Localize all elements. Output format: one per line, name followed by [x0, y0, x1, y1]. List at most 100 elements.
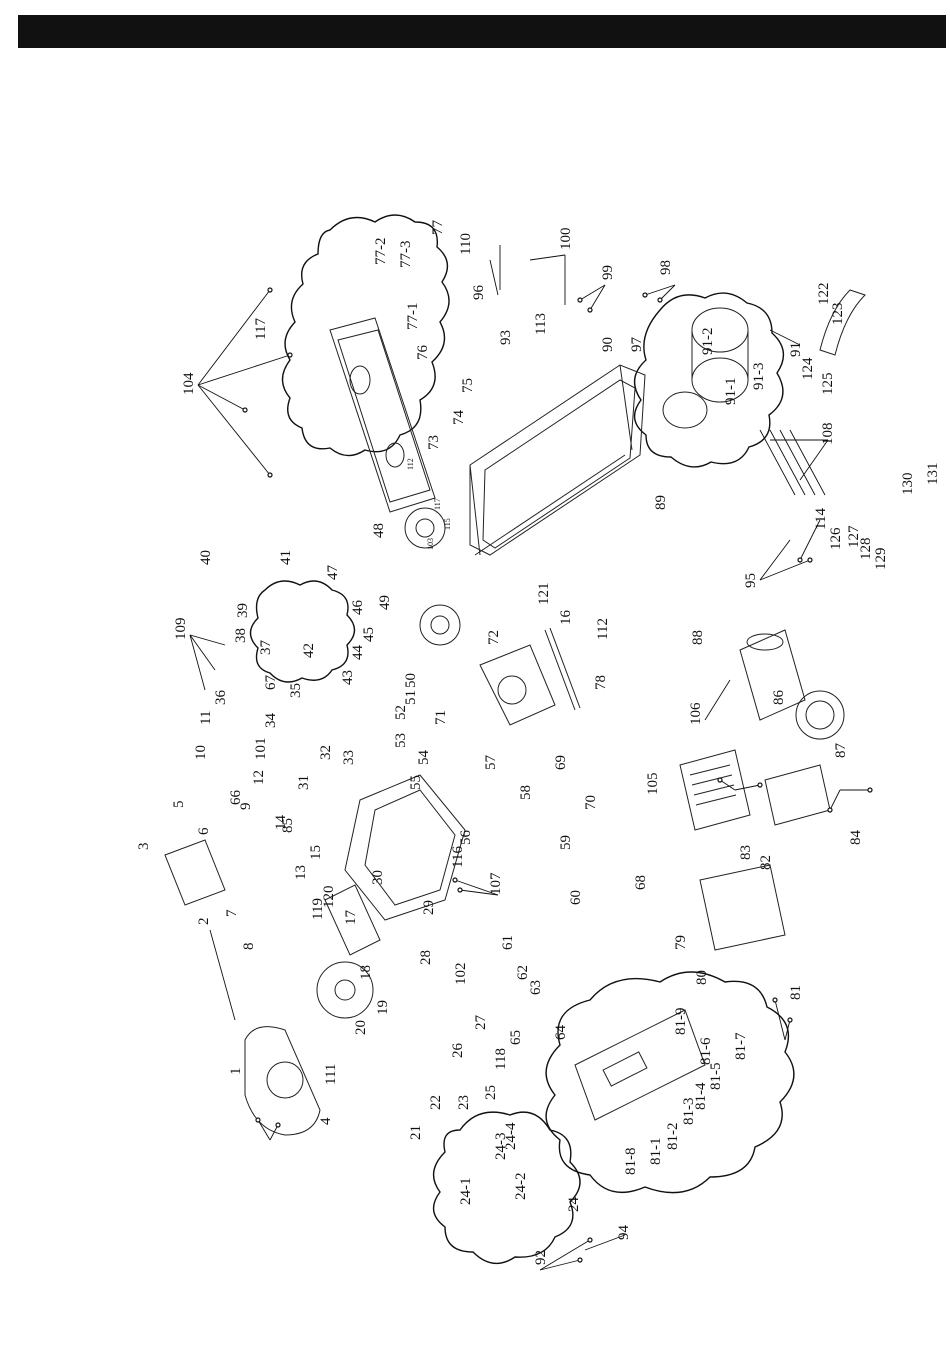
label-81-2: 81-2: [665, 1123, 681, 1151]
label-130: 130: [900, 473, 916, 496]
label-96: 96: [471, 285, 487, 301]
label-64: 64: [553, 1025, 569, 1041]
label-80: 80: [694, 970, 710, 985]
muffler-cover: [795, 690, 845, 740]
label-56: 56: [458, 830, 474, 846]
label-93: 93: [498, 330, 514, 345]
label-30: 30: [370, 870, 386, 885]
label-24-1: 24-1: [458, 1178, 474, 1206]
label-91: 91: [788, 342, 804, 357]
label-83: 83: [738, 845, 754, 860]
label-97: 97: [629, 337, 645, 353]
label-81-4: 81-4: [693, 1082, 709, 1110]
label-101a: 101: [253, 738, 269, 761]
label-10: 10: [193, 745, 209, 760]
label-53: 53: [393, 733, 409, 748]
label-8: 8: [241, 943, 257, 951]
label-81-1: 81-1: [648, 1138, 664, 1166]
air-filter: [164, 839, 226, 906]
label-43: 43: [340, 670, 356, 685]
label-81-3: 81-3: [681, 1098, 697, 1126]
label-110: 110: [458, 233, 474, 255]
label-31: 31: [296, 775, 312, 790]
label-79: 79: [673, 935, 689, 950]
hardware-dots: [242, 287, 873, 1263]
wheel-upper: [404, 507, 446, 549]
label-81-5: 81-5: [708, 1063, 724, 1091]
label-75: 75: [460, 378, 476, 393]
label-71: 71: [433, 710, 449, 725]
label-90: 90: [600, 337, 616, 352]
label-131: 131: [925, 463, 941, 486]
label-21: 21: [408, 1125, 424, 1140]
leader-lines: [189, 245, 870, 1271]
label-98a: 98: [658, 260, 674, 275]
label-4: 4: [318, 1117, 334, 1125]
label-24-2: 24-2: [513, 1173, 529, 1201]
label-77: 77: [430, 220, 446, 236]
label-78: 78: [593, 675, 609, 690]
label-107: 107: [488, 872, 504, 895]
label-25: 25: [483, 1085, 499, 1100]
label-16: 16: [558, 610, 574, 626]
label-29: 29: [421, 900, 437, 915]
label-35: 35: [288, 683, 304, 698]
label-105: 105: [645, 773, 661, 796]
label-36: 36: [213, 690, 229, 706]
label-47: 47: [325, 565, 341, 581]
label-81-6: 81-6: [698, 1037, 714, 1065]
label-92a: 92: [533, 1250, 549, 1265]
label-40: 40: [198, 550, 214, 565]
label-67: 67: [263, 675, 279, 691]
label-3: 3: [136, 843, 152, 851]
label-108: 108: [820, 423, 836, 446]
label-109: 109: [173, 618, 189, 641]
label-76: 76: [415, 345, 431, 361]
label-113: 113: [533, 313, 549, 335]
label-34: 34: [263, 713, 279, 729]
flywheel: [316, 961, 374, 1019]
label-95: 95: [743, 573, 759, 588]
label-102: 102: [453, 963, 469, 986]
label-126: 126: [828, 527, 844, 550]
label-81-8: 81-8: [623, 1148, 639, 1176]
label-123: 123: [830, 303, 846, 326]
label-89: 89: [653, 495, 669, 510]
label-42: 42: [301, 643, 317, 658]
label-73: 73: [426, 435, 442, 450]
label-23: 23: [456, 1095, 472, 1110]
label-68: 68: [633, 875, 649, 890]
alternator-group-bubble: [633, 292, 785, 468]
fuel-tank: [329, 317, 436, 513]
label-88: 88: [690, 630, 706, 645]
label-129: 129: [873, 548, 889, 571]
label-74: 74: [451, 410, 467, 426]
long-bolts: [209, 259, 826, 1021]
handle-tube: [819, 289, 866, 356]
label-81-7: 81-7: [733, 1032, 749, 1060]
part-labels: 1 2 3 4 5 6 7 8 9 10 11 12 13 14 15 17 1…: [136, 220, 941, 1266]
label-22: 22: [428, 1095, 444, 1110]
label-14: 14: [273, 815, 289, 831]
label-2: 2: [196, 918, 212, 926]
label-48: 48: [371, 523, 387, 538]
carburetor-group-bubble: [249, 580, 356, 683]
label-12: 12: [251, 770, 267, 785]
label-86: 86: [771, 690, 787, 706]
label-84: 84: [848, 830, 864, 846]
label-119: 119: [310, 898, 326, 920]
label-50: 50: [403, 673, 419, 688]
label-20: 20: [353, 1020, 369, 1035]
label-127: 127: [846, 525, 862, 548]
label-5: 5: [171, 801, 187, 809]
label-124: 124: [800, 357, 816, 380]
fuel-tank-group-bubble: [281, 214, 450, 457]
label-19: 19: [375, 1000, 391, 1015]
label-82: 82: [758, 855, 774, 870]
control-panel: [574, 1009, 706, 1121]
label-91-2: 91-2: [700, 328, 716, 356]
label-51: 51: [403, 690, 419, 705]
label-24: 24: [566, 1197, 582, 1213]
label-33: 33: [341, 750, 357, 765]
